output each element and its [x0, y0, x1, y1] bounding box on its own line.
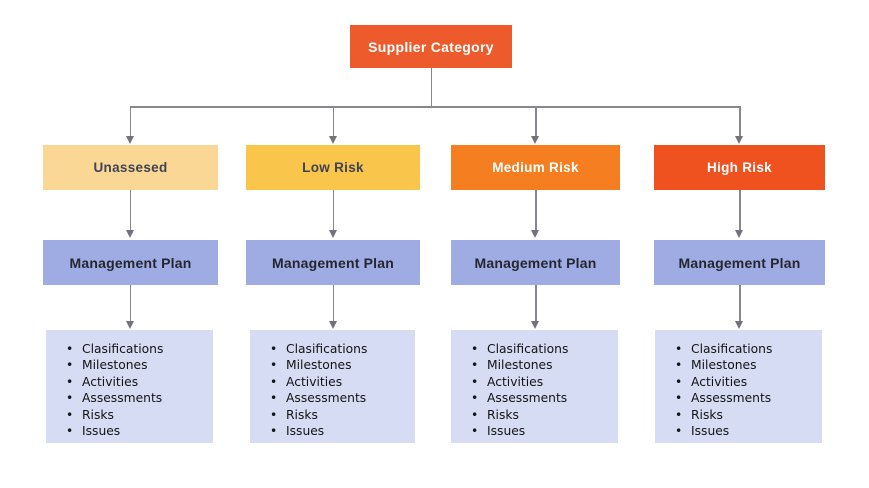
connector-plan-to-list [332, 285, 334, 321]
arrowhead-branch-3 [531, 136, 540, 144]
list-item: Milestones [675, 357, 822, 374]
arrowhead-category-to-plan [735, 230, 744, 238]
list-item: Milestones [270, 357, 415, 374]
connector-plan-to-list [535, 285, 537, 321]
list-item: Activities [270, 374, 415, 391]
category-label: High Risk [707, 160, 772, 175]
list-item: Milestones [66, 357, 213, 374]
list-item: Clasifications [675, 341, 822, 358]
plan-detail-list: ClasificationsMilestonesActivitiesAssess… [250, 330, 415, 443]
root-node-label: Supplier Category [368, 38, 494, 55]
connector-branch-3 [535, 106, 537, 136]
plan-detail-items: ClasificationsMilestonesActivitiesAssess… [451, 330, 618, 440]
list-item: Risks [270, 407, 415, 424]
plan-detail-items: ClasificationsMilestonesActivitiesAssess… [655, 330, 822, 440]
connector-branch-2 [332, 106, 334, 136]
plan-detail-list: ClasificationsMilestonesActivitiesAssess… [451, 330, 618, 443]
connector-branch-1 [129, 106, 131, 136]
category-label: Low Risk [302, 160, 364, 175]
root-node-supplier-category: Supplier Category [350, 25, 512, 68]
arrowhead-branch-2 [328, 136, 337, 144]
list-item: Clasifications [270, 341, 415, 358]
category-node: High Risk [654, 145, 825, 190]
category-node: Unassesed [43, 145, 218, 190]
connector-plan-to-list [129, 285, 131, 321]
list-item: Activities [471, 374, 618, 391]
plan-label: Management Plan [474, 254, 597, 271]
list-item: Activities [675, 374, 822, 391]
plan-detail-items: ClasificationsMilestonesActivitiesAssess… [250, 330, 415, 440]
list-item: Assessments [270, 390, 415, 407]
list-item: Activities [66, 374, 213, 391]
list-item: Risks [66, 407, 213, 424]
arrowhead-branch-1 [125, 136, 134, 144]
plan-label: Management Plan [271, 254, 395, 271]
category-label: Unassesed [93, 160, 168, 175]
plan-label: Management Plan [678, 254, 801, 271]
list-item: Assessments [471, 390, 618, 407]
list-item: Assessments [66, 390, 213, 407]
connector-category-to-plan [129, 190, 131, 230]
plan-node: Management Plan [43, 240, 218, 285]
arrowhead-branch-4 [735, 136, 744, 144]
plan-detail-list: ClasificationsMilestonesActivitiesAssess… [46, 330, 213, 443]
connector-branch-bar [130, 106, 740, 108]
arrowhead-plan-to-list [328, 321, 337, 329]
list-item: Risks [675, 407, 822, 424]
list-item: Issues [66, 423, 213, 440]
plan-detail-items: ClasificationsMilestonesActivitiesAssess… [46, 330, 213, 440]
category-label: Medium Risk [492, 160, 579, 175]
list-item: Issues [471, 423, 618, 440]
connector-root-stem [430, 68, 432, 106]
connector-plan-to-list [739, 285, 741, 321]
list-item: Clasifications [66, 341, 213, 358]
plan-node: Management Plan [451, 240, 620, 285]
list-item: Clasifications [471, 341, 618, 358]
arrowhead-category-to-plan [531, 230, 540, 238]
category-node: Low Risk [246, 145, 420, 190]
plan-node: Management Plan [246, 240, 420, 285]
arrowhead-plan-to-list [735, 321, 744, 329]
plan-node: Management Plan [654, 240, 825, 285]
arrowhead-plan-to-list [125, 321, 134, 329]
list-item: Issues [675, 423, 822, 440]
connector-branch-4 [739, 106, 741, 136]
list-item: Issues [270, 423, 415, 440]
plan-detail-list: ClasificationsMilestonesActivitiesAssess… [655, 330, 822, 443]
arrowhead-plan-to-list [531, 321, 540, 329]
category-node: Medium Risk [451, 145, 620, 190]
connector-category-to-plan [739, 190, 741, 230]
connector-category-to-plan [332, 190, 334, 230]
list-item: Assessments [675, 390, 822, 407]
list-item: Milestones [471, 357, 618, 374]
list-item: Risks [471, 407, 618, 424]
plan-label: Management Plan [69, 254, 192, 271]
arrowhead-category-to-plan [328, 230, 337, 238]
arrowhead-category-to-plan [125, 230, 134, 238]
connector-category-to-plan [535, 190, 537, 230]
